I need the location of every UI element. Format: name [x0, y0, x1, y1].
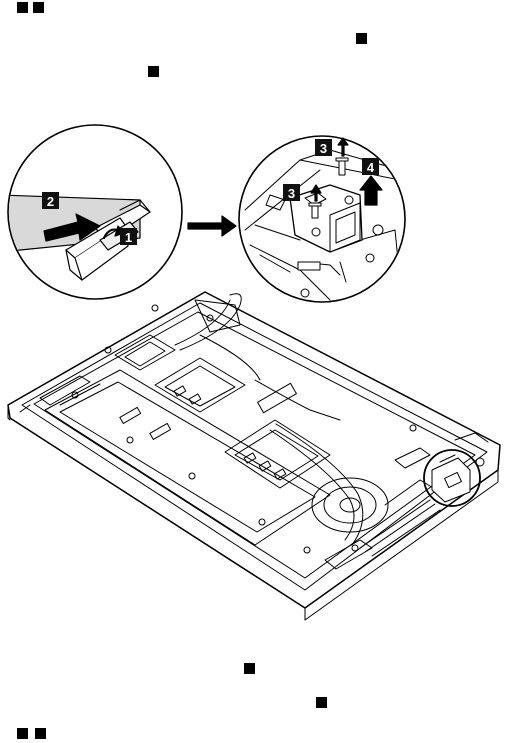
step-2-label: 2: [47, 194, 54, 209]
step-3-label-top: 3: [320, 141, 327, 156]
board-removal-circle: [239, 136, 405, 302]
step-1-label: 1: [125, 230, 132, 245]
laptop-base-illustration: [8, 292, 500, 620]
latch-detail-circle: [0, 125, 182, 299]
step-3-label-left: 3: [288, 186, 295, 201]
sequence-arrow-icon: [188, 216, 236, 236]
step-4-label: 4: [367, 160, 375, 175]
